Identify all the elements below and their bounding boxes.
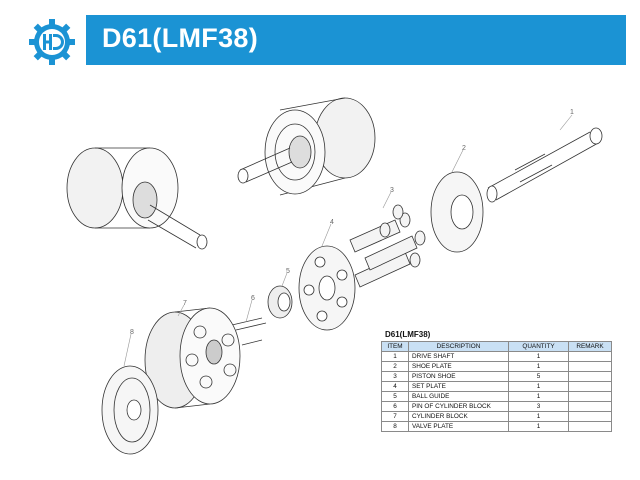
col-description: DESCRIPTION: [408, 341, 509, 352]
set-plate: [298, 245, 356, 331]
callout-6: 6: [251, 295, 255, 302]
callout-2: 2: [462, 145, 466, 152]
col-remark: REMARK: [568, 341, 612, 352]
shoe-plate: [430, 171, 484, 253]
cylinder-pins: [231, 317, 267, 346]
callout-4: 4: [330, 219, 334, 226]
callout-7: 7: [183, 300, 187, 307]
col-quantity: QUANTITY: [508, 341, 569, 352]
callout-1: 1: [570, 109, 574, 116]
exploded-view-diagram: 1 2 3 4 5 6 7 8: [66, 97, 603, 455]
assembled-motor-upper: [237, 97, 376, 196]
table-caption: D61(LMF38): [385, 330, 431, 339]
ball-guide: [267, 285, 293, 319]
callout-5: 5: [286, 268, 290, 275]
assembled-motor-left: [66, 147, 208, 250]
cylinder-block: [144, 307, 241, 409]
col-item: ITEM: [381, 341, 409, 352]
drive-shaft: [486, 127, 603, 203]
company-logo: [29, 19, 75, 65]
parts-table: D61(LMF38) ITEM DESCRIPTION QUANTITY REM…: [381, 330, 612, 432]
callout-8: 8: [130, 329, 134, 336]
valve-plate: [101, 365, 159, 455]
header-bar: D61(LMF38): [86, 15, 626, 65]
table-header-row: ITEM DESCRIPTION QUANTITY REMARK: [381, 341, 612, 352]
page-title: D61(LMF38): [102, 23, 259, 53]
callout-3: 3: [390, 187, 394, 194]
piston-shoes: [349, 204, 426, 288]
